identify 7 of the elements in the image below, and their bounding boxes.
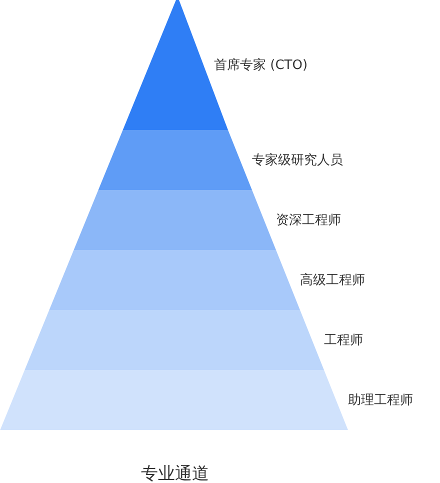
level-label: 助理工程师 xyxy=(348,392,413,409)
level-label: 资深工程师 xyxy=(276,212,341,229)
level-label: 专家级研究人员 xyxy=(252,152,343,169)
level-label: 高级工程师 xyxy=(300,272,365,289)
level-label: 首席专家 (CTO) xyxy=(214,57,308,74)
caption: 专业通道 xyxy=(140,463,210,483)
level-label: 工程师 xyxy=(324,332,363,349)
